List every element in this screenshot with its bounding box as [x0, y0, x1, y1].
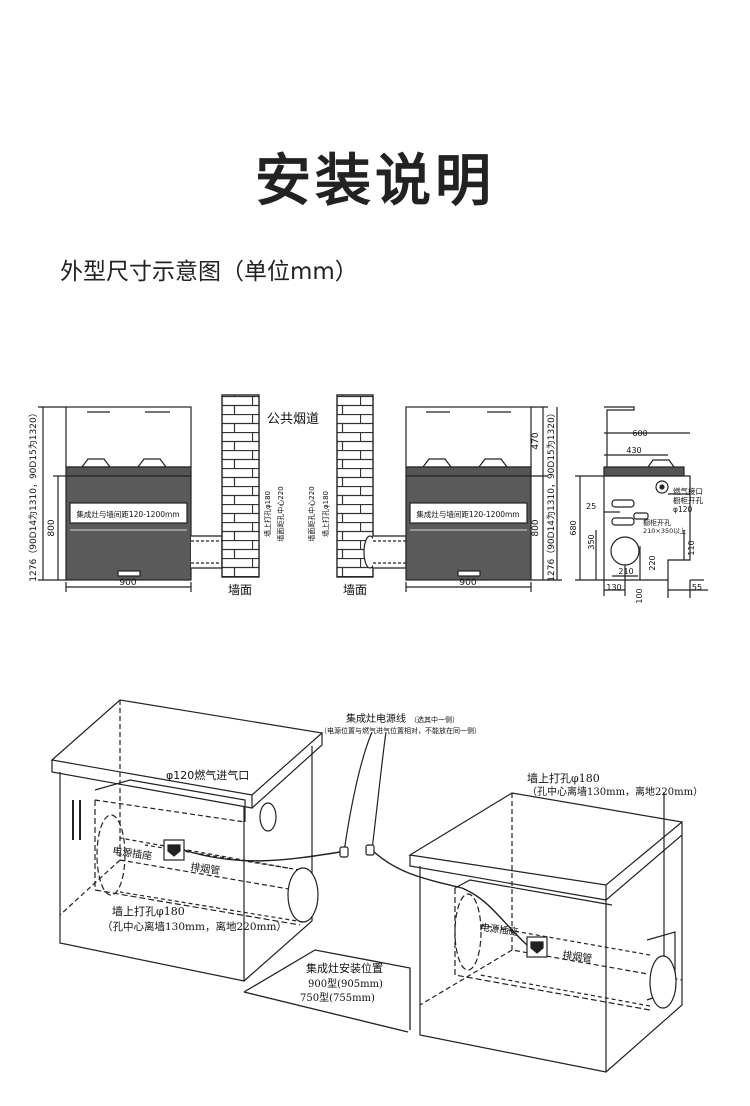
power-cord-note1: （选其中一侧）: [410, 715, 459, 724]
left-hole-text-a: 墙上打孔φ180: [263, 491, 272, 537]
right-hole-text-a: 墙面距孔中心220: [307, 486, 316, 541]
hole-left-2: （孔中心离墙130mm，离地220mm）: [102, 920, 287, 933]
install-900: 900型(905mm): [308, 977, 383, 990]
wall-label-left: 墙面: [228, 583, 252, 597]
side-cabinet-hole: 橱柜开孔: [673, 495, 703, 505]
hole-left-1: 墙上打孔φ180: [112, 904, 185, 918]
side-view: [575, 406, 708, 598]
page-title: 安装说明: [255, 149, 495, 214]
right-cabinet-perspective: [365, 731, 684, 1073]
socket-left: 电源插座: [112, 844, 153, 862]
side-dim-130: 130: [606, 583, 621, 592]
side-dim-25: 25: [586, 502, 596, 511]
left-hole-text-b: 墙面距孔中心220: [276, 486, 285, 541]
left-unit-elevation: [38, 406, 235, 592]
side-cabinet-hole-2: 橱柜开孔: [643, 518, 671, 527]
left-cabinet-perspective: [50, 699, 373, 982]
right-cooktop: [405, 466, 532, 477]
side-dim-220: 220: [648, 555, 657, 570]
exhaust-right: 排烟管: [562, 948, 594, 965]
socket-right: 电源插座: [480, 921, 520, 938]
gas-inlet-left: φ120燃气进气口: [166, 768, 249, 782]
right-hood: [405, 406, 532, 468]
left-dim-body: 800: [47, 519, 57, 536]
right-dim-body: 800: [531, 519, 541, 536]
right-cabinet: [405, 475, 532, 581]
side-cabinet-hole-size: 210×350以上: [643, 526, 687, 535]
power-cord-title: 集成灶电源线: [346, 712, 406, 725]
left-cooktop: [65, 466, 192, 477]
left-dim-width: 900: [119, 578, 136, 588]
side-dim-680: 680: [569, 520, 578, 535]
side-dim-600: 600: [632, 429, 647, 438]
wall-label-right: 墙面: [343, 583, 367, 597]
page-subtitle: 外型尺寸示意图（单位mm）: [60, 259, 358, 285]
flue-wall-right: [336, 394, 374, 578]
flue-label: 公共烟道: [267, 412, 319, 427]
install-750: 750型(755mm): [300, 991, 375, 1004]
right-dim-top: 470: [531, 432, 541, 449]
power-cord-label: 集成灶电源线 （选其中一侧） （电源位置与燃气进气位置相对，不能放在同一侧）: [320, 712, 481, 735]
hole-right-1: 墙上打孔φ180: [527, 771, 600, 785]
left-dim-total: 1276（90D14为1310，90D15为1320）: [27, 408, 39, 581]
install-title: 集成灶安装位置: [306, 961, 383, 975]
power-cord-note2: （电源位置与燃气进气位置相对，不能放在同一侧）: [320, 726, 481, 735]
side-dim-100: 100: [635, 588, 644, 603]
right-hole-text-b: 墙上打孔φ180: [321, 491, 330, 537]
exhaust-left: 排烟管: [190, 860, 222, 877]
right-unit-elevation: [363, 406, 562, 592]
right-band-text: 集成灶与墙间距120-1200mm: [416, 509, 519, 519]
side-dim-55: 55: [692, 583, 702, 592]
side-dim-350: 350: [587, 534, 596, 549]
side-dim-110: 110: [687, 540, 696, 555]
side-gas-hole-size: φ120: [673, 505, 692, 514]
right-dim-width: 900: [459, 578, 476, 588]
side-dim-210: 210: [618, 567, 633, 576]
side-gas-inlet: 燃气接口: [673, 486, 703, 496]
install-position: [243, 949, 411, 1033]
flue-wall-left: [221, 394, 260, 578]
right-dim-total: 1276（90D14为1310，90D15为1320）: [545, 408, 557, 581]
side-dim-430: 430: [626, 446, 641, 455]
left-band-text: 集成灶与墙间距120-1200mm: [76, 509, 179, 519]
hole-right-2: （孔中心离墙130mm，离地220mm）: [527, 785, 703, 798]
left-cabinet: [65, 475, 192, 581]
left-hood: [65, 406, 192, 468]
